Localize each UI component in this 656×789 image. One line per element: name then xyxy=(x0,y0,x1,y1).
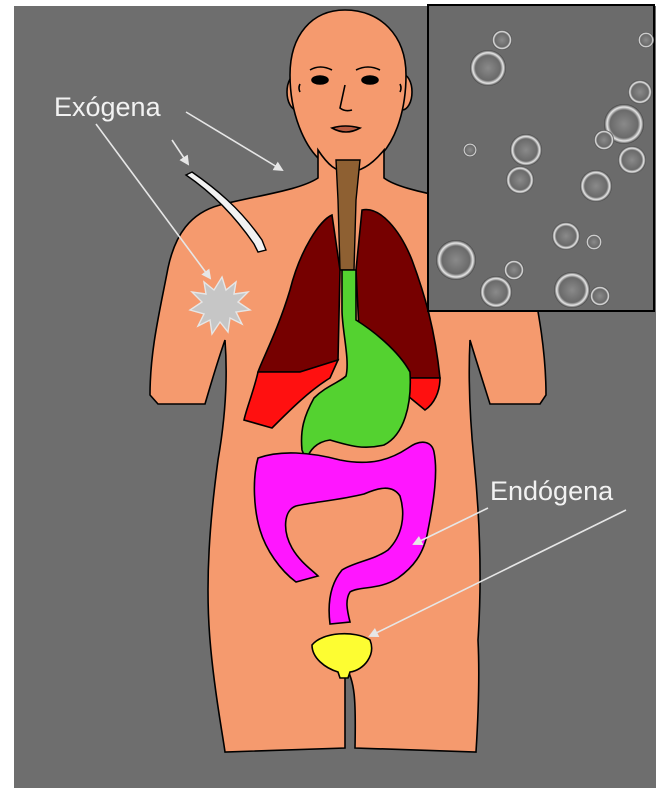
label-endogena: Endógena xyxy=(490,476,614,506)
label-exogena: Exógena xyxy=(54,92,162,122)
yeast-micrograph xyxy=(428,5,654,311)
